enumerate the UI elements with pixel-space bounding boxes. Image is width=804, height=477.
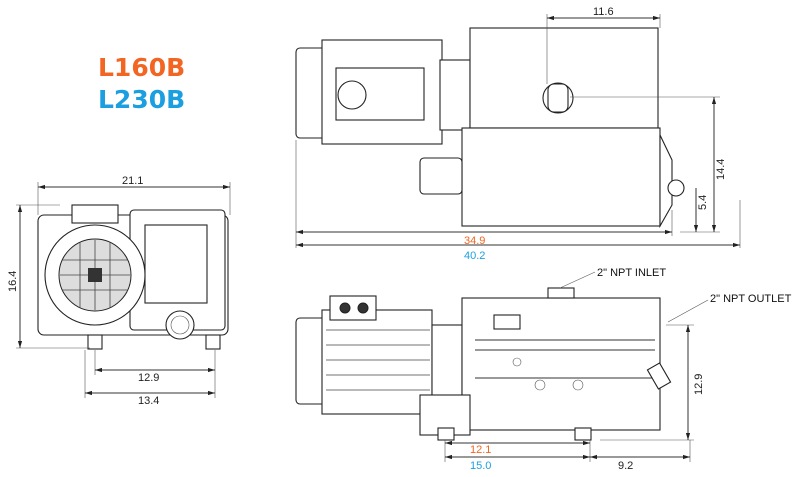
front-foot-outer-dim: 13.4	[138, 395, 159, 407]
top-view: 11.6 14.4 5.4 34.9 40.2	[295, 6, 741, 262]
model-title-l160b: L160B	[98, 53, 185, 82]
front-foot-inner-dim: 12.9	[138, 372, 159, 384]
top-lower-dim: 5.4	[697, 195, 709, 210]
model-title-l230b: L230B	[98, 85, 185, 114]
front-width-dim: 21.1	[122, 175, 143, 187]
outlet-label: 2" NPT OUTLET	[710, 293, 792, 305]
side-foot-offset-dim: 9.2	[618, 460, 633, 472]
side-view: 2" NPT INLET 2" NPT OUTLET 12.9 12.1 15.…	[295, 267, 792, 472]
top-length-l230b: 40.2	[464, 250, 485, 262]
side-foot-l230b: 15.0	[470, 460, 491, 472]
side-outlet-height-dim: 12.9	[693, 374, 705, 395]
top-inlet-offset-dim: 11.6	[593, 6, 614, 18]
side-foot-l160b: 12.1	[470, 444, 491, 456]
inlet-label: 2" NPT INLET	[597, 267, 666, 279]
front-view: 21.1 16.4 12.9 13.4	[7, 175, 231, 407]
front-height-dim: 16.4	[7, 271, 19, 292]
top-height-dim: 14.4	[715, 159, 727, 180]
